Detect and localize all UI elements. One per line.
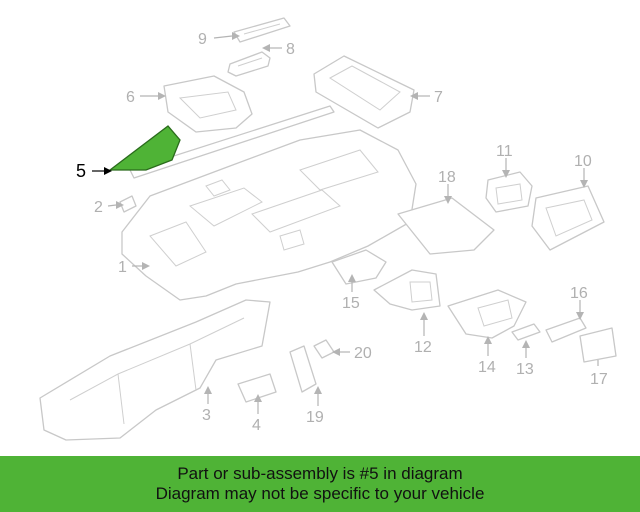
callout-10: 10 xyxy=(574,153,592,170)
callout-17: 17 xyxy=(590,371,608,388)
part-20 xyxy=(313,339,335,359)
part-19 xyxy=(289,345,317,393)
parts-diagram: 9 8 6 7 5 2 1 3 4 19 20 15 12 14 13 17 1… xyxy=(39,17,617,441)
part-13 xyxy=(511,323,541,341)
leader-lines xyxy=(92,32,599,414)
callout-13: 13 xyxy=(516,361,534,378)
callout-15: 15 xyxy=(342,295,360,312)
callout-20: 20 xyxy=(354,345,372,362)
callout-1: 1 xyxy=(118,259,127,276)
info-banner: Part or sub-assembly is #5 in diagram Di… xyxy=(0,456,640,512)
part-17 xyxy=(579,327,617,363)
part-16 xyxy=(545,317,587,343)
part-2 xyxy=(119,195,137,213)
info-banner-line-2: Diagram may not be specific to your vehi… xyxy=(155,484,485,503)
part-6 xyxy=(163,75,253,133)
part-5-highlighted xyxy=(108,125,181,171)
part-7 xyxy=(313,55,415,129)
callout-12: 12 xyxy=(414,339,432,356)
part-12 xyxy=(373,269,441,311)
callout-6: 6 xyxy=(126,89,135,106)
info-banner-line-1: Part or sub-assembly is #5 in diagram xyxy=(177,464,463,483)
callout-11: 11 xyxy=(496,143,513,160)
windshield-trim-strip xyxy=(129,105,335,179)
callout-4: 4 xyxy=(252,417,261,434)
part-8 xyxy=(227,51,271,77)
callout-5: 5 xyxy=(76,161,86,181)
callout-14: 14 xyxy=(478,359,496,376)
callout-9: 9 xyxy=(198,31,207,48)
part-15 xyxy=(331,249,387,285)
callout-8: 8 xyxy=(286,41,295,58)
callout-19: 19 xyxy=(306,409,324,426)
part-3-cross-car-beam xyxy=(39,299,271,441)
part-14 xyxy=(447,289,527,339)
part-4 xyxy=(237,373,277,403)
part-10 xyxy=(531,185,605,251)
callout-3: 3 xyxy=(202,407,211,424)
part-18 xyxy=(397,197,495,255)
callout-16: 16 xyxy=(570,285,588,302)
callout-2: 2 xyxy=(94,199,103,216)
part-11 xyxy=(485,171,533,213)
part-9 xyxy=(233,17,291,43)
callout-18: 18 xyxy=(438,169,456,186)
part-1-instrument-panel xyxy=(121,129,417,301)
callout-7: 7 xyxy=(434,89,443,106)
